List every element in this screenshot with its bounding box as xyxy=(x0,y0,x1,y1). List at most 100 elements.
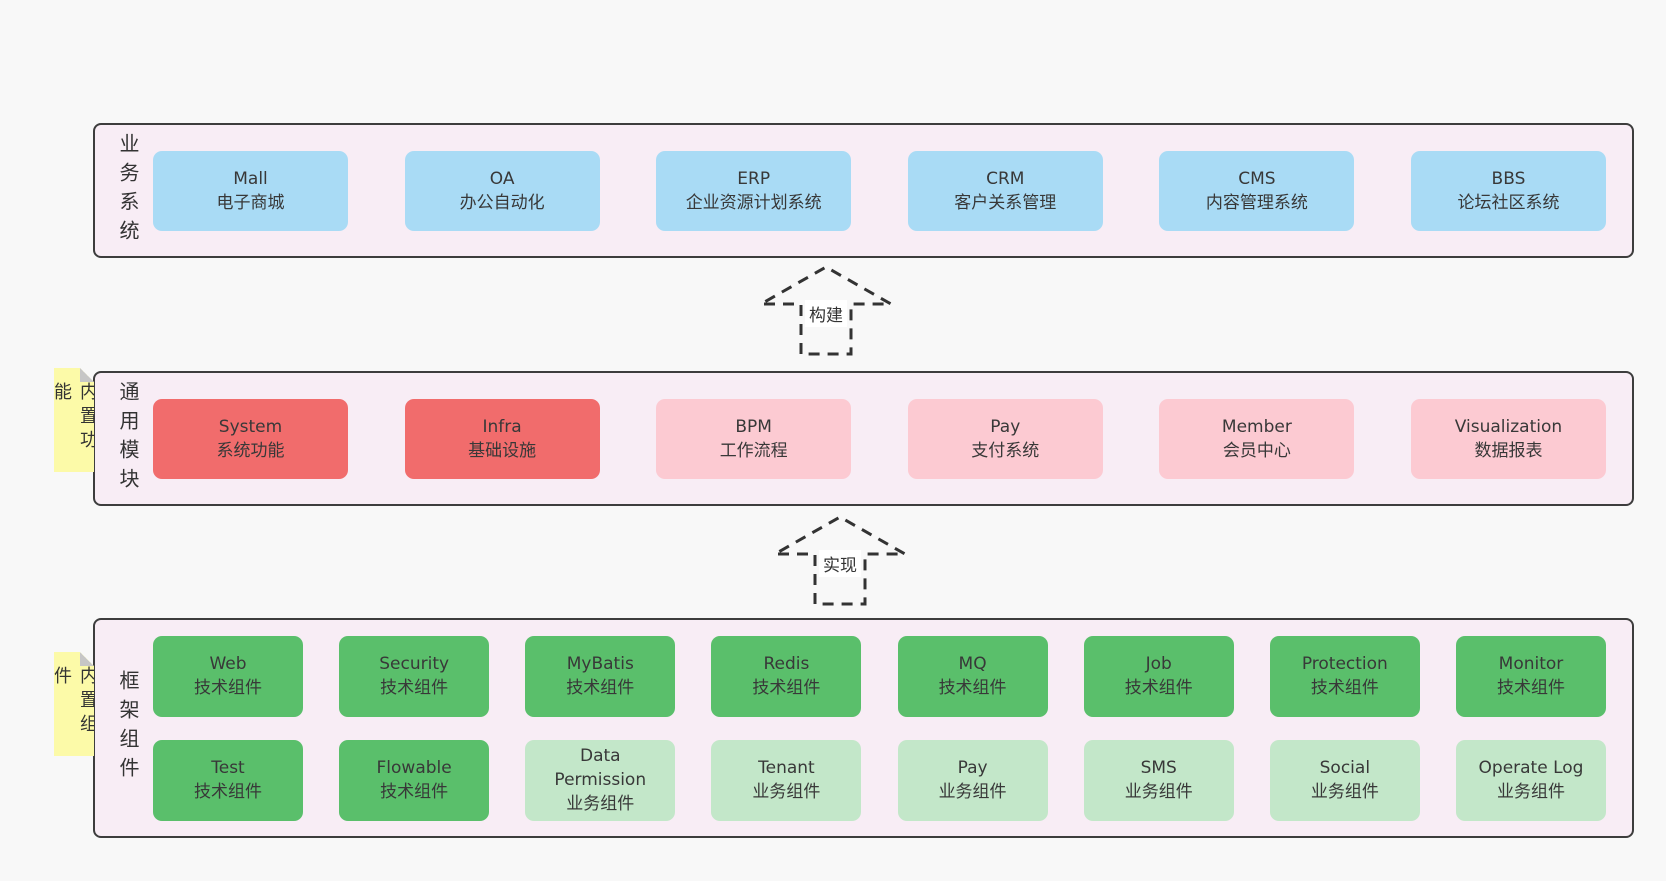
box-data-permission: Data Permission 业务组件 xyxy=(525,739,676,821)
box-title: Pay xyxy=(990,416,1021,437)
box-subtitle: 业务组件 xyxy=(1310,782,1379,802)
box-visualization: Visualization 数据报表 xyxy=(1410,398,1606,479)
box-title: Social xyxy=(1319,758,1371,778)
box-subtitle: 电子商城 xyxy=(216,192,285,213)
box-title: Redis xyxy=(763,654,810,674)
box-title: Tenant xyxy=(758,758,815,778)
box-subtitle: 数据报表 xyxy=(1474,440,1543,461)
box-bpm: BPM 工作流程 xyxy=(656,398,852,479)
box-subtitle: 内容管理系统 xyxy=(1205,192,1308,213)
box-test: Test 技术组件 xyxy=(153,739,303,821)
box-erp: ERP 企业资源计划系统 xyxy=(656,150,852,231)
box-security: Security 技术组件 xyxy=(339,635,490,717)
box-subtitle: 技术组件 xyxy=(1124,678,1193,698)
box-title: Mall xyxy=(233,168,268,189)
box-mq: MQ 技术组件 xyxy=(897,635,1048,717)
box-subtitle: 技术组件 xyxy=(566,678,635,698)
box-title: BBS xyxy=(1491,168,1526,189)
box-title: MQ xyxy=(958,654,987,674)
box-title: Infra xyxy=(482,416,522,437)
box-subtitle: 技术组件 xyxy=(380,678,449,698)
implement-arrow: 实现 xyxy=(765,512,915,606)
band-framework-components-boxes: Web 技术组件 Security 技术组件 MyBatis 技术组件 Redi… xyxy=(153,635,1606,821)
box-title: System xyxy=(218,416,283,437)
build-arrow: 构建 xyxy=(751,262,901,356)
box-subtitle: 企业资源计划系统 xyxy=(685,192,822,213)
box-subtitle: 会员中心 xyxy=(1222,440,1291,461)
box-subtitle: 技术组件 xyxy=(752,678,821,698)
box-bbs: BBS 论坛社区系统 xyxy=(1410,150,1606,231)
box-pay-component: Pay 业务组件 xyxy=(897,739,1048,821)
framework-row-2: Test 技术组件 Flowable 技术组件 Data Permission … xyxy=(153,739,1606,821)
box-system: System 系统功能 xyxy=(153,398,348,479)
box-subtitle: 业务组件 xyxy=(1124,782,1193,802)
framework-row-1: Web 技术组件 Security 技术组件 MyBatis 技术组件 Redi… xyxy=(153,635,1606,717)
box-title: OA xyxy=(489,168,515,189)
box-title: Monitor xyxy=(1498,654,1564,674)
box-title: Job xyxy=(1145,654,1172,674)
box-subtitle: 工作流程 xyxy=(719,440,788,461)
box-subtitle: 业务组件 xyxy=(752,782,821,802)
box-subtitle: 系统功能 xyxy=(216,440,285,461)
box-job: Job 技术组件 xyxy=(1083,635,1234,717)
box-title: Member xyxy=(1221,416,1292,437)
box-crm: CRM 客户关系管理 xyxy=(907,150,1103,231)
builtin-functions-note-text: 内置功能 xyxy=(51,382,98,454)
box-subtitle: 技术组件 xyxy=(1310,678,1379,698)
box-mall: Mall 电子商城 xyxy=(153,150,348,231)
builtin-components-note-text: 内置组件 xyxy=(51,666,98,738)
box-subtitle: 支付系统 xyxy=(971,440,1040,461)
box-subtitle: 客户关系管理 xyxy=(954,192,1057,213)
box-protection: Protection 技术组件 xyxy=(1269,635,1420,717)
band-business-systems-boxes: Mall 电子商城 OA 办公自动化 ERP 企业资源计划系统 CRM 客户关系… xyxy=(153,150,1606,231)
band-business-systems-label: 业务系统 xyxy=(116,132,140,249)
box-title: Protection xyxy=(1301,654,1388,674)
box-tenant: Tenant 业务组件 xyxy=(711,739,862,821)
box-title: Visualization xyxy=(1454,416,1563,437)
box-title: CMS xyxy=(1238,168,1276,189)
box-subtitle: 业务组件 xyxy=(938,782,1007,802)
box-title: SMS xyxy=(1140,758,1177,778)
box-subtitle: 技术组件 xyxy=(194,678,262,698)
box-title: Web xyxy=(209,654,247,674)
band-common-modules: 通用模块 System 系统功能 Infra 基础设施 BPM 工作流程 Pay… xyxy=(93,371,1634,506)
band-framework-components: 框架组件 Web 技术组件 Security 技术组件 MyBatis 技术组件… xyxy=(93,618,1634,838)
box-subtitle: 论坛社区系统 xyxy=(1457,192,1560,213)
box-title: Data Permission xyxy=(554,746,647,790)
box-subtitle: 技术组件 xyxy=(938,678,1007,698)
box-title: CRM xyxy=(986,168,1025,189)
box-title: Flowable xyxy=(376,758,452,778)
box-mybatis: MyBatis 技术组件 xyxy=(525,635,676,717)
box-title: ERP xyxy=(737,168,771,189)
box-member: Member 会员中心 xyxy=(1159,398,1355,479)
box-social: Social 业务组件 xyxy=(1269,739,1420,821)
box-title: Operate Log xyxy=(1478,758,1584,778)
band-business-systems: 业务系统 Mall 电子商城 OA 办公自动化 ERP 企业资源计划系统 CRM… xyxy=(93,123,1634,258)
box-title: BPM xyxy=(735,416,772,437)
box-cms: CMS 内容管理系统 xyxy=(1159,150,1355,231)
box-pay: Pay 支付系统 xyxy=(907,398,1103,479)
note-fold-corner-icon xyxy=(80,368,94,382)
box-subtitle: 办公自动化 xyxy=(459,192,545,213)
box-infra: Infra 基础设施 xyxy=(404,398,600,479)
box-title: Security xyxy=(379,654,450,674)
builtin-components-note: 内置组件 xyxy=(54,652,94,756)
box-web: Web 技术组件 xyxy=(153,635,303,717)
box-subtitle: 技术组件 xyxy=(194,782,262,802)
box-oa: OA 办公自动化 xyxy=(404,150,600,231)
box-subtitle: 技术组件 xyxy=(380,782,449,802)
box-subtitle: 业务组件 xyxy=(1496,782,1565,802)
box-title: Test xyxy=(211,758,245,778)
box-operate-log: Operate Log 业务组件 xyxy=(1455,739,1606,821)
implement-arrow-label: 实现 xyxy=(819,550,861,577)
box-subtitle: 基础设施 xyxy=(468,440,537,461)
build-arrow-label: 构建 xyxy=(805,300,847,327)
band-framework-components-label: 框架组件 xyxy=(116,670,140,786)
box-title: Pay xyxy=(957,758,988,778)
builtin-functions-note: 内置功能 xyxy=(54,368,94,472)
band-common-modules-boxes: System 系统功能 Infra 基础设施 BPM 工作流程 Pay 支付系统… xyxy=(153,398,1606,479)
box-flowable: Flowable 技术组件 xyxy=(339,739,490,821)
box-subtitle: 技术组件 xyxy=(1496,678,1565,698)
box-redis: Redis 技术组件 xyxy=(711,635,862,717)
